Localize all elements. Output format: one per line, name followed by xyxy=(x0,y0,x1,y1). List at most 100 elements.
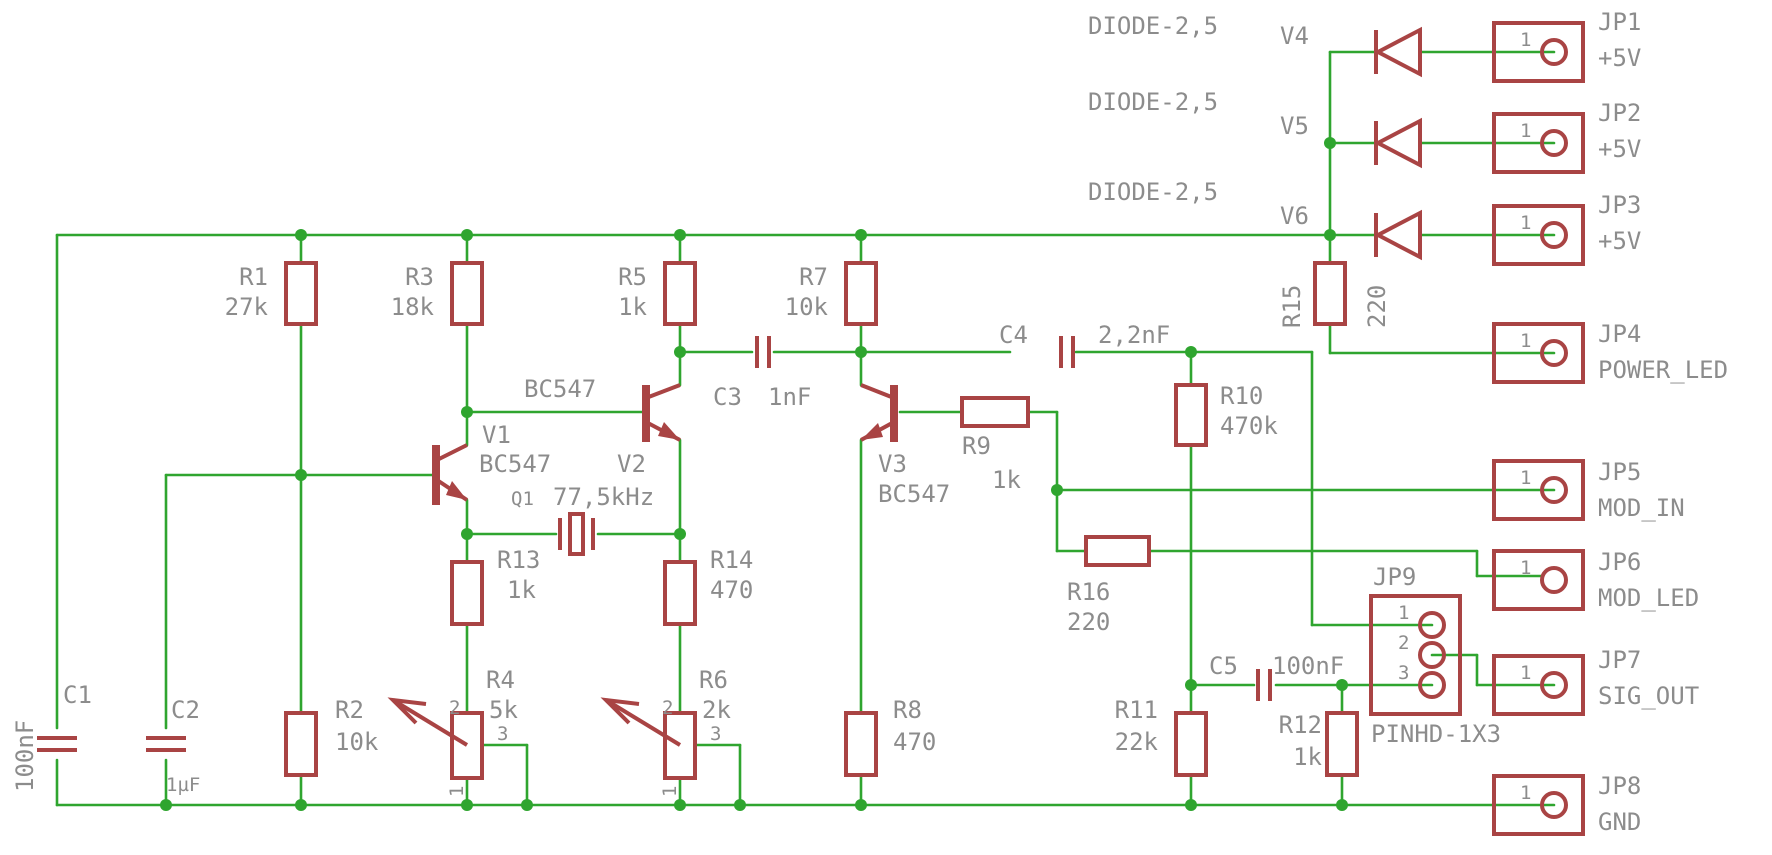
potentiometer-r6[interactable] xyxy=(600,697,697,780)
resistor-r2[interactable] xyxy=(284,711,318,777)
junctions xyxy=(160,137,1348,811)
label-r14-value: 470 xyxy=(710,576,753,604)
label-r12-name: R12 xyxy=(1279,711,1322,739)
capacitor-c1[interactable] xyxy=(37,736,77,752)
connector-jp5[interactable]: 1 xyxy=(1492,459,1585,521)
label-jp8-name: JP8 xyxy=(1598,772,1641,800)
label-jp1-name: JP1 xyxy=(1598,8,1641,36)
junction xyxy=(461,528,473,540)
pin-number: 1 xyxy=(1520,782,1531,804)
label-c1-value: 100nF xyxy=(11,720,39,792)
resistor-r11[interactable] xyxy=(1174,711,1208,777)
junction xyxy=(160,799,172,811)
pin-pad-icon xyxy=(1418,611,1446,639)
labels: R1 27k R3 18k R5 1k R7 10k R15 220 R10 4… xyxy=(11,8,1728,836)
junction xyxy=(461,229,473,241)
label-jp5-net: MOD_IN xyxy=(1598,494,1685,522)
label-jp1-net: +5V xyxy=(1598,44,1641,72)
wires xyxy=(55,50,1556,807)
label-jp4-net: POWER_LED xyxy=(1598,356,1728,384)
header-jp9[interactable]: 1 2 3 xyxy=(1369,594,1462,716)
label-jp4-name: JP4 xyxy=(1598,320,1641,348)
label-v3-name: V3 xyxy=(878,450,907,478)
connector-jp6[interactable]: 1 xyxy=(1492,549,1585,611)
label-jp2-net: +5V xyxy=(1598,135,1641,163)
crystal-q1[interactable] xyxy=(558,512,595,556)
resistor-r9[interactable] xyxy=(960,396,1030,428)
resistor-r12[interactable] xyxy=(1325,711,1359,777)
resistors xyxy=(284,261,1359,777)
label-r4-value: 5k xyxy=(489,696,518,724)
junction xyxy=(1185,346,1197,358)
label-r13-value: 1k xyxy=(507,576,536,604)
resistor-r15[interactable] xyxy=(1313,261,1347,326)
capacitor-c4[interactable] xyxy=(1059,336,1075,368)
pin-number: 1 xyxy=(1520,212,1531,234)
pin-number: 1 xyxy=(1520,662,1531,684)
label-v1-name: V1 xyxy=(482,421,511,449)
label-jp9-value: PINHD-1X3 xyxy=(1371,720,1501,748)
diode-v5[interactable] xyxy=(1373,117,1422,169)
resistor-r7[interactable] xyxy=(844,261,878,326)
junction xyxy=(855,229,867,241)
label-jp3-net: +5V xyxy=(1598,227,1641,255)
resistor-r1[interactable] xyxy=(284,261,318,326)
pin-pad-icon xyxy=(1418,641,1446,669)
connector-jp3[interactable]: 1 xyxy=(1492,204,1585,266)
pin-pad-icon xyxy=(1540,791,1568,819)
pin-pad-icon xyxy=(1418,671,1446,699)
label-v5-value: DIODE-2,5 xyxy=(1088,88,1218,116)
label-c4-value: 2,2nF xyxy=(1098,321,1170,349)
junction xyxy=(1051,484,1063,496)
label-r1-name: R1 xyxy=(239,263,268,291)
label-q1-name: Q1 xyxy=(511,488,534,510)
connector-jp1[interactable]: 1 xyxy=(1492,21,1585,83)
label-c3-value: 1nF xyxy=(768,383,811,411)
resistor-r13[interactable] xyxy=(450,560,484,626)
pin-pad-icon xyxy=(1540,129,1568,157)
transistor-v2[interactable] xyxy=(642,383,681,442)
diode-v6[interactable] xyxy=(1373,209,1422,261)
label-c5-name: C5 xyxy=(1209,652,1238,680)
connector-jp7[interactable]: 1 xyxy=(1492,654,1585,716)
label-c2-value: 1µF xyxy=(166,774,200,796)
connector-jp4[interactable]: 1 xyxy=(1492,322,1585,384)
label-v2-value: BC547 xyxy=(524,375,596,403)
junction xyxy=(674,528,686,540)
label-q1-value: 77,5kHz xyxy=(553,483,654,511)
emitter-arrow-icon xyxy=(861,423,883,440)
label-r15-value: 220 xyxy=(1363,285,1391,328)
label-r2-value: 10k xyxy=(335,728,379,756)
label-r10-value: 470k xyxy=(1220,412,1278,440)
label-v6-value: DIODE-2,5 xyxy=(1088,178,1218,206)
connector-jp8[interactable]: 1 xyxy=(1492,774,1585,836)
arrowhead-icon xyxy=(387,697,427,725)
wiper-arrow-icon xyxy=(391,698,469,747)
connector-jp2[interactable]: 1 xyxy=(1492,112,1585,174)
label-c5-value: 100nF xyxy=(1272,652,1344,680)
capacitor-c5[interactable] xyxy=(1256,669,1272,701)
capacitor-c3[interactable] xyxy=(755,336,771,368)
emitter-arrow-icon xyxy=(446,481,467,500)
label-jp8-net: GND xyxy=(1598,808,1641,836)
transistor-v1[interactable] xyxy=(432,443,469,505)
resistor-r5[interactable] xyxy=(663,261,697,326)
label-c1-name: C1 xyxy=(63,681,92,709)
label-jp5-name: JP5 xyxy=(1598,458,1641,486)
resistor-r16[interactable] xyxy=(1084,535,1151,567)
resistor-r3[interactable] xyxy=(450,261,484,326)
diode-v4[interactable] xyxy=(1373,26,1422,78)
capacitor-c2[interactable] xyxy=(146,736,186,752)
label-jp2-name: JP2 xyxy=(1598,99,1641,127)
potentiometer-r4[interactable] xyxy=(387,697,484,780)
transistor-v3[interactable] xyxy=(860,383,898,442)
label-r9-value: 1k xyxy=(992,466,1021,494)
label-v3-value: BC547 xyxy=(878,480,950,508)
pin-number: 1 xyxy=(659,786,681,797)
resistor-r14[interactable] xyxy=(663,560,697,626)
pin-number: 1 xyxy=(1520,467,1531,489)
resistor-r8[interactable] xyxy=(844,711,878,777)
resistor-r10[interactable] xyxy=(1174,383,1208,447)
pin-number: 1 xyxy=(1520,557,1531,579)
label-r2-name: R2 xyxy=(335,696,364,724)
